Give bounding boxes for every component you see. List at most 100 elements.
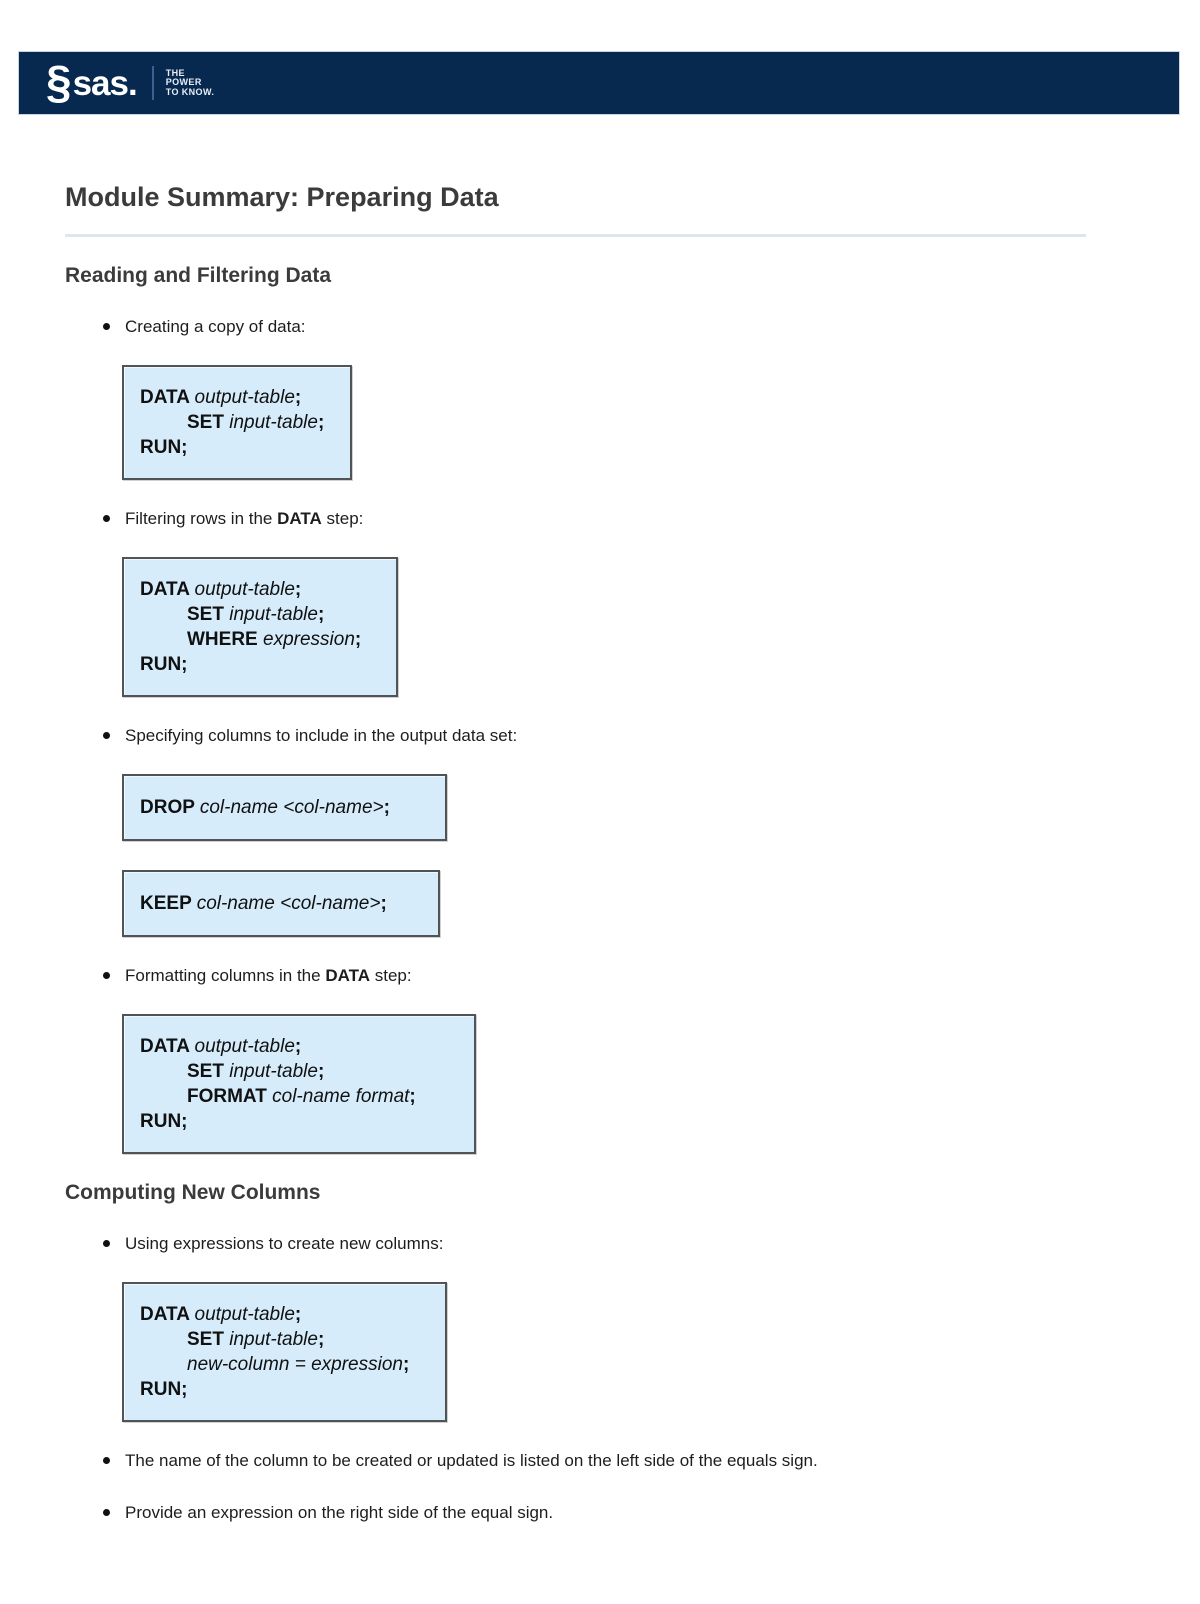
bullet-icon bbox=[103, 732, 110, 739]
code-keyword: WHERE bbox=[187, 629, 263, 650]
bullet-specifying-columns: Specifying columns to include in the out… bbox=[65, 726, 1200, 745]
bullet-icon bbox=[103, 1457, 110, 1464]
sas-logo: § sas. THE POWER TO KNOW. bbox=[46, 56, 215, 108]
code-placeholder: input-table bbox=[229, 412, 318, 433]
code-semicolon: ; bbox=[383, 797, 390, 818]
bullet-formatting-columns: Formatting columns in the DATA step: bbox=[65, 966, 1200, 985]
syntax-box-drop: DROP col-name <col-name>; bbox=[122, 774, 447, 841]
code-keyword: DROP bbox=[140, 797, 200, 818]
syntax-box-copy-data: DATA output-table; SET input-table; RUN; bbox=[122, 365, 352, 480]
code-semicolon: ; bbox=[294, 387, 302, 408]
syntax-box-keep: KEEP col-name <col-name>; bbox=[122, 870, 440, 937]
code-placeholder: expression bbox=[263, 629, 355, 650]
code-semicolon: ; bbox=[294, 1304, 302, 1325]
code-placeholder: output-table bbox=[194, 1304, 295, 1325]
code-placeholder: input-table bbox=[229, 1329, 318, 1350]
code-semicolon: ; bbox=[317, 604, 325, 625]
code-semicolon: ; bbox=[317, 1061, 325, 1082]
bullet-text-segment: Specifying columns to include in the out… bbox=[125, 726, 518, 745]
code-placeholder: col-name <col-name> bbox=[199, 797, 384, 818]
code-keyword: SET bbox=[187, 412, 230, 433]
bullet-filtering-rows: Filtering rows in the DATA step: bbox=[65, 509, 1200, 528]
syntax-box-format: DATA output-table; SET input-table; FORM… bbox=[122, 1014, 476, 1154]
code-line: FORMAT col-name format; bbox=[140, 1084, 452, 1109]
code-keyword: KEEP bbox=[140, 893, 197, 914]
code-keyword: DATA bbox=[140, 579, 195, 600]
code-line: DATA output-table; bbox=[140, 1302, 423, 1327]
tagline-line: TO KNOW. bbox=[165, 86, 215, 97]
code-line: SET input-table; bbox=[140, 602, 374, 627]
code-line: SET input-table; bbox=[140, 1327, 423, 1352]
code-keyword: DATA bbox=[140, 387, 195, 408]
bullet-text: The name of the column to be created or … bbox=[125, 1451, 818, 1470]
code-keyword: RUN; bbox=[140, 1111, 188, 1132]
code-keyword: SET bbox=[187, 1061, 230, 1082]
section-heading-computing: Computing New Columns bbox=[65, 1181, 321, 1204]
code-line: DATA output-table; bbox=[140, 385, 328, 410]
bullet-text: Provide an expression on the right side … bbox=[125, 1503, 553, 1522]
bullet-text-segment: Formatting columns in the bbox=[125, 966, 326, 985]
code-line: SET input-table; bbox=[140, 410, 328, 435]
bullet-right-side-equals: Provide an expression on the right side … bbox=[65, 1503, 1200, 1522]
code-line: new-column = expression; bbox=[140, 1352, 423, 1377]
code-keyword: RUN; bbox=[140, 654, 188, 675]
code-placeholder: output-table bbox=[194, 387, 295, 408]
bullet-using-expressions: Using expressions to create new columns: bbox=[65, 1234, 1200, 1253]
bullet-icon bbox=[103, 1240, 110, 1247]
code-keyword: SET bbox=[187, 604, 230, 625]
code-line: DATA output-table; bbox=[140, 1034, 452, 1059]
code-keyword: RUN; bbox=[140, 1379, 188, 1400]
code-placeholder: output-table bbox=[194, 1036, 295, 1057]
header-bar: § sas. THE POWER TO KNOW. bbox=[18, 51, 1180, 115]
code-line: RUN; bbox=[140, 435, 328, 460]
bullet-text-segment: Filtering rows in the bbox=[125, 509, 278, 528]
bullet-text-bold: DATA bbox=[277, 509, 322, 528]
code-line: RUN; bbox=[140, 652, 374, 677]
code-line: DROP col-name <col-name>; bbox=[140, 795, 423, 820]
bullet-icon bbox=[103, 1509, 110, 1516]
code-line: DATA output-table; bbox=[140, 577, 374, 602]
bullet-creating-copy: Creating a copy of data: bbox=[65, 317, 1200, 336]
page-title: Module Summary: Preparing Data bbox=[65, 182, 499, 212]
code-line: RUN; bbox=[140, 1377, 423, 1402]
code-line: SET input-table; bbox=[140, 1059, 452, 1084]
title-divider bbox=[65, 234, 1086, 237]
code-keyword: FORMAT bbox=[187, 1086, 273, 1107]
bullet-icon bbox=[103, 972, 110, 979]
bullet-icon bbox=[103, 323, 110, 330]
code-semicolon: ; bbox=[317, 1329, 325, 1350]
bullet-text-bold: DATA bbox=[325, 966, 371, 985]
bullet-text-segment: Provide an expression on the right side … bbox=[125, 1503, 554, 1522]
code-keyword: RUN; bbox=[140, 437, 188, 458]
code-line: RUN; bbox=[140, 1109, 452, 1134]
logo-divider bbox=[151, 66, 154, 100]
bullet-text: Creating a copy of data: bbox=[125, 317, 306, 336]
sas-swirl-icon: § bbox=[46, 56, 72, 108]
tagline-line: POWER bbox=[165, 77, 202, 88]
code-placeholder: input-table bbox=[229, 1061, 318, 1082]
bullet-text-segment: Creating a copy of data: bbox=[125, 317, 306, 336]
code-keyword: SET bbox=[187, 1329, 230, 1350]
code-line: KEEP col-name <col-name>; bbox=[140, 891, 416, 916]
code-keyword: DATA bbox=[140, 1304, 195, 1325]
code-semicolon: ; bbox=[409, 1086, 416, 1107]
bullet-text-segment: Using expressions to create new columns: bbox=[125, 1234, 444, 1253]
bullet-left-side-equals: The name of the column to be created or … bbox=[65, 1451, 1200, 1470]
code-semicolon: ; bbox=[402, 1354, 410, 1375]
section-heading-reading: Reading and Filtering Data bbox=[65, 264, 332, 287]
code-semicolon: ; bbox=[380, 893, 387, 914]
syntax-box-filter-rows: DATA output-table; SET input-table; WHER… bbox=[122, 557, 398, 697]
content-area: Module Summary: Preparing Data Reading a… bbox=[65, 182, 1200, 1522]
code-placeholder: col-name format bbox=[272, 1086, 410, 1107]
code-placeholder: col-name <col-name> bbox=[196, 893, 381, 914]
code-semicolon: ; bbox=[294, 1036, 302, 1057]
sas-tagline: THE POWER TO KNOW. bbox=[165, 68, 215, 98]
code-placeholder: input-table bbox=[229, 604, 318, 625]
bullet-text: Specifying columns to include in the out… bbox=[125, 726, 517, 745]
bullet-icon bbox=[103, 515, 110, 522]
bullet-text: Filtering rows in the DATA step: bbox=[125, 509, 363, 528]
code-semicolon: ; bbox=[317, 412, 325, 433]
bullet-text-segment: step: bbox=[370, 966, 412, 985]
bullet-text: Formatting columns in the DATA step: bbox=[125, 966, 412, 985]
sas-logo-text: sas. bbox=[72, 63, 138, 103]
